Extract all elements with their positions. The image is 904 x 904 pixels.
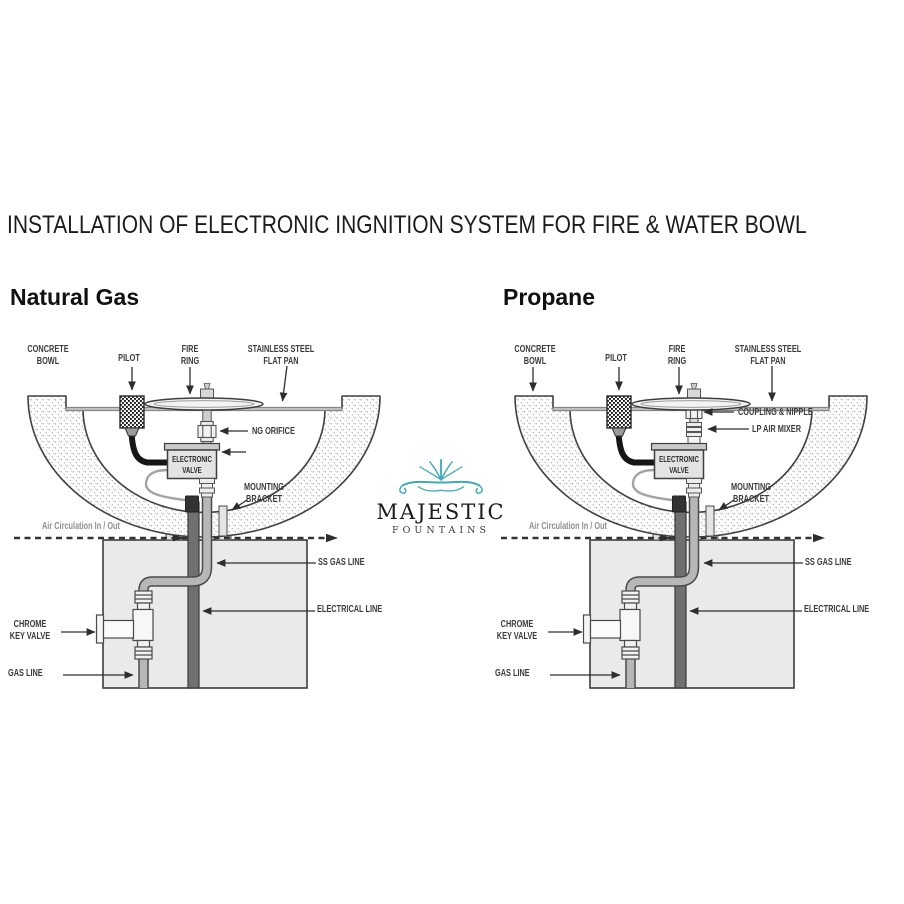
- natural-gas-illustration: [14, 365, 381, 689]
- ng-orifice-fitting: [197, 420, 217, 443]
- annotation-arrows: [61, 365, 316, 679]
- fountain-logo-icon: [399, 459, 483, 494]
- fire-ring-shape: [631, 397, 751, 411]
- label-chrome-key-valve: CHROME KEY VALVE: [9, 618, 51, 642]
- pilot-burner: [606, 395, 632, 437]
- label-air-circulation: Air Circulation In / Out: [529, 520, 607, 532]
- label-fire-ring: FIRE RING: [180, 343, 200, 367]
- label-mounting-bracket: MOUNTING BRACKET: [243, 481, 285, 505]
- pilot-burner: [119, 395, 145, 437]
- label-electronic-valve: ELECTRONIC VALVE: [172, 454, 212, 476]
- label-electrical-line: ELECTRICAL LINE: [804, 603, 870, 615]
- fire-ring-nozzle: [687, 383, 701, 401]
- igniter-connector: [672, 495, 686, 513]
- chrome-key-valve-shape: [95, 590, 154, 660]
- label-electronic-valve: ELECTRONIC VALVE: [659, 454, 699, 476]
- lp-air-mixer-fitting: [686, 418, 702, 444]
- label-flat-pan: STAINLESS STEEL FLAT PAN: [247, 343, 315, 367]
- label-pilot: PILOT: [118, 352, 140, 364]
- concrete-bowl-shape: [27, 395, 381, 538]
- pilot-pipe: [615, 431, 655, 466]
- label-mounting-bracket: MOUNTING BRACKET: [730, 481, 772, 505]
- pilot-pipe: [128, 431, 168, 466]
- label-electrical-line: ELECTRICAL LINE: [317, 603, 383, 615]
- label-gas-line: GAS LINE: [495, 667, 530, 679]
- page-title: INSTALLATION OF ELECTRONIC INGNITION SYS…: [7, 211, 807, 239]
- mounting-bracket-post: [218, 505, 228, 537]
- logo-name: MAJESTIC: [376, 500, 506, 524]
- electronic-valve-box: [650, 442, 708, 480]
- label-ss-gas-line: SS GAS LINE: [318, 556, 365, 568]
- concrete-bowl-shape: [514, 395, 868, 538]
- chrome-key-valve-shape: [582, 590, 641, 660]
- electrical-pipe: [674, 501, 687, 689]
- below-valve-coupling: [686, 478, 702, 498]
- electrical-pipe: [187, 501, 200, 689]
- igniter-connector: [185, 495, 199, 513]
- electronic-valve-box: [163, 442, 221, 480]
- label-gas-line: GAS LINE: [8, 667, 43, 679]
- label-concrete-bowl: CONCRETE BOWL: [514, 343, 556, 367]
- label-fire-ring: FIRE RING: [667, 343, 687, 367]
- heading-propane: Propane: [503, 284, 596, 310]
- label-chrome-key-valve: CHROME KEY VALVE: [496, 618, 538, 642]
- diagram-natural-gas: CONCRETE BOWL PILOT FIRE RING STAINLESS …: [0, 320, 452, 720]
- label-pilot: PILOT: [605, 352, 627, 364]
- igniter-wire: [631, 468, 673, 502]
- ss-gas-pipe: [138, 494, 213, 688]
- label-air-circulation: Air Circulation In / Out: [42, 520, 120, 532]
- heading-natural-gas: Natural Gas: [10, 284, 140, 310]
- label-flat-pan: STAINLESS STEEL FLAT PAN: [734, 343, 802, 367]
- label-ng-orifice: NG ORIFICE: [252, 425, 295, 437]
- annotation-arrows: [529, 366, 803, 679]
- logo-subname: FOUNTAINS: [392, 525, 490, 536]
- label-ss-gas-line: SS GAS LINE: [805, 556, 852, 568]
- propane-illustration: [501, 366, 868, 689]
- fire-ring-shape: [144, 397, 264, 411]
- label-lp-air-mixer: LP AIR MIXER: [752, 423, 802, 435]
- air-circulation-line: [14, 533, 338, 543]
- igniter-wire: [144, 468, 186, 502]
- below-valve-coupling: [199, 478, 215, 498]
- label-concrete-bowl: CONCRETE BOWL: [27, 343, 69, 367]
- ss-gas-pipe: [625, 494, 700, 688]
- label-coupling-nipple: COUPLING & NIPPLE: [738, 406, 813, 418]
- brand-logo: MAJESTIC FOUNTAINS: [361, 458, 521, 536]
- air-circulation-line: [501, 533, 825, 543]
- diagram-propane: CONCRETE BOWL PILOT FIRE RING STAINLESS …: [487, 320, 904, 720]
- mounting-bracket-post: [705, 505, 715, 537]
